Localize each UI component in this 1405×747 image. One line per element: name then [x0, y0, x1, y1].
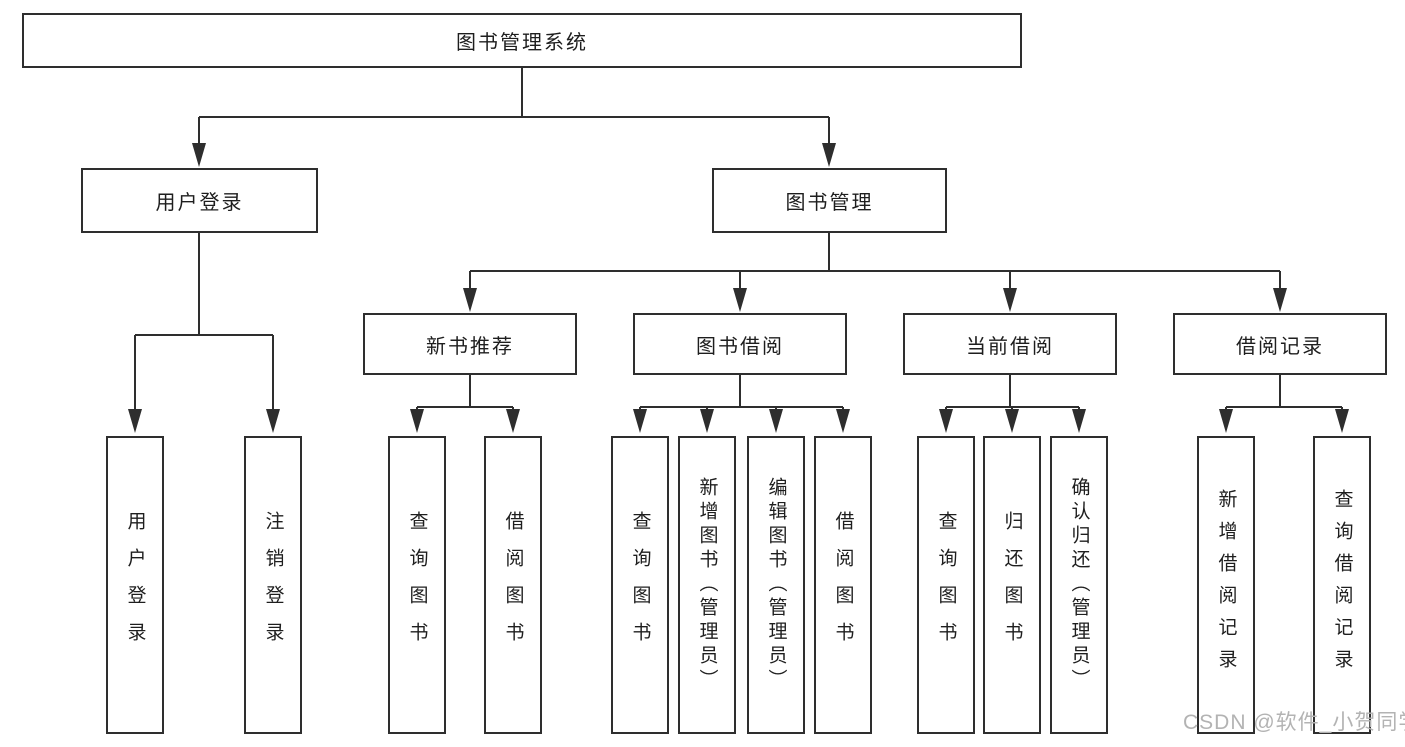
leaf-return-books: 归还图书 — [983, 436, 1041, 734]
leaf-query-books-current: 查询图书 — [917, 436, 975, 734]
leaf-add-borrow-record: 新增借阅记录 — [1197, 436, 1255, 734]
node-new-book-recommend: 新书推荐 — [363, 313, 577, 375]
node-book-management: 图书管理 — [712, 168, 947, 233]
node-current-borrow: 当前借阅 — [903, 313, 1117, 375]
leaf-user-login: 用户登录 — [106, 436, 164, 734]
root-node-library-management-system: 图书管理系统 — [22, 13, 1022, 68]
leaf-query-borrow-record: 查询借阅记录 — [1313, 436, 1371, 734]
leaf-confirm-return-admin: 确认归还（管理员） — [1050, 436, 1108, 734]
node-borrow-records: 借阅记录 — [1173, 313, 1387, 375]
arrowheads — [128, 143, 1349, 433]
csdn-watermark: CSDN @软件_小贺同学 — [1183, 711, 1405, 734]
leaf-add-books-admin: 新增图书（管理员） — [678, 436, 736, 734]
leaf-logout-login: 注销登录 — [244, 436, 302, 734]
leaf-borrow-books-new: 借阅图书 — [484, 436, 542, 734]
node-book-borrow: 图书借阅 — [633, 313, 847, 375]
leaf-edit-books-admin: 编辑图书（管理员） — [747, 436, 805, 734]
leaf-borrow-books: 借阅图书 — [814, 436, 872, 734]
node-user-login: 用户登录 — [81, 168, 318, 233]
leaf-query-books-borrow: 查询图书 — [611, 436, 669, 734]
leaf-query-books-new: 查询图书 — [388, 436, 446, 734]
